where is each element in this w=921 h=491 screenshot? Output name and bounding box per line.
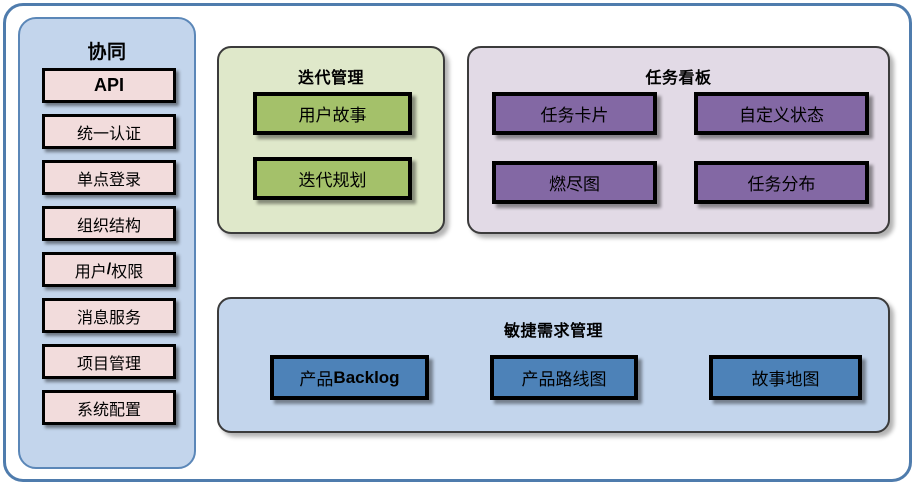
sidebar-item-user-permission[interactable]: 用户/权限 bbox=[42, 252, 176, 287]
iteration-item-iteration-planning[interactable]: 迭代规划 bbox=[253, 157, 412, 200]
panel-iteration-management[interactable]: 迭代管理 用户故事 迭代规划 bbox=[217, 46, 445, 234]
taskboard-item-burndown-chart[interactable]: 燃尽图 bbox=[492, 161, 657, 204]
panel-collaboration[interactable]: 协同 API 统一认证 单点登录 组织结构 用户/权限 消息服务 项目管理 系统… bbox=[18, 17, 196, 469]
sidebar-item-api[interactable]: API bbox=[42, 68, 176, 103]
sidebar-item-message-service[interactable]: 消息服务 bbox=[42, 298, 176, 333]
taskboard-item-task-card[interactable]: 任务卡片 bbox=[492, 92, 657, 135]
agile-item-product-roadmap[interactable]: 产品路线图 bbox=[490, 355, 638, 400]
taskboard-item-task-distribution[interactable]: 任务分布 bbox=[694, 161, 869, 204]
agile-item-story-map[interactable]: 故事地图 bbox=[709, 355, 862, 400]
sidebar-item-org-structure[interactable]: 组织结构 bbox=[42, 206, 176, 241]
sidebar-item-system-config[interactable]: 系统配置 bbox=[42, 390, 176, 425]
panel-agile-requirement-management-title: 敏捷需求管理 bbox=[503, 323, 603, 340]
collaboration-item-list: API 统一认证 单点登录 组织结构 用户/权限 消息服务 项目管理 系统配置 bbox=[42, 68, 176, 436]
taskboard-item-custom-status[interactable]: 自定义状态 bbox=[694, 92, 869, 135]
panel-collaboration-title: 协同 bbox=[87, 42, 127, 63]
sidebar-item-unified-auth[interactable]: 统一认证 bbox=[42, 114, 176, 149]
sidebar-item-project-management[interactable]: 项目管理 bbox=[42, 344, 176, 379]
panel-task-board[interactable]: 任务看板 任务卡片 自定义状态 燃尽图 任务分布 bbox=[467, 46, 890, 234]
iteration-item-user-story[interactable]: 用户故事 bbox=[253, 92, 412, 135]
panel-iteration-management-title: 迭代管理 bbox=[297, 70, 364, 87]
sidebar-item-single-sign-on[interactable]: 单点登录 bbox=[42, 160, 176, 195]
panel-task-board-title: 任务看板 bbox=[645, 70, 712, 87]
